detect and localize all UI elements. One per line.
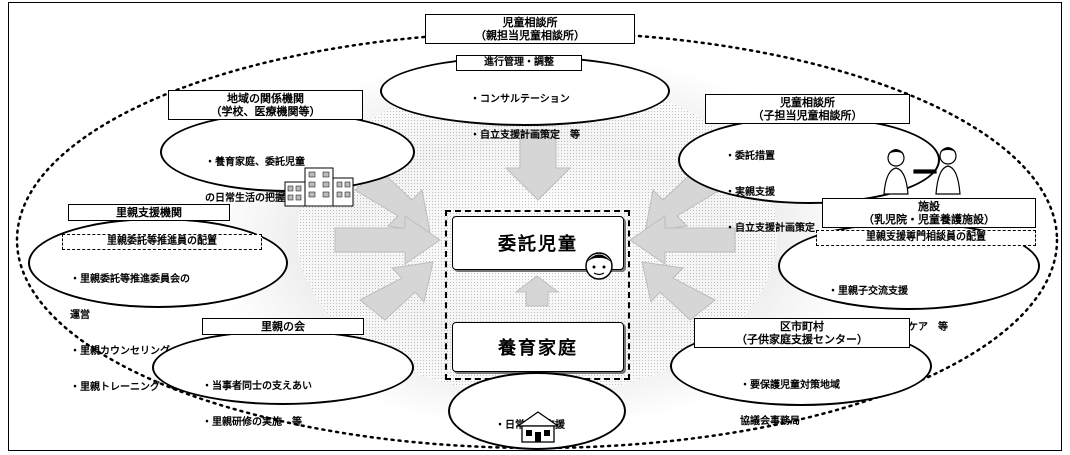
- foster-association-title: 里親の会: [202, 318, 364, 335]
- local-agencies-title-line2: （学校、医療機関等）: [210, 105, 321, 118]
- mid-left-item-1: ・里親委託等推進委員会の: [70, 274, 190, 285]
- lower-right-item-1: ・要保護児童対策地域: [740, 380, 840, 391]
- local-agencies-title: 地域の関係機関 （学校、医療機関等）: [168, 90, 363, 120]
- upper-right-item-3: ・自立支援計画策定: [725, 223, 815, 234]
- upper-right-item-2: ・実親支援: [725, 187, 775, 198]
- upper-right-item-1: ・委託措置: [725, 151, 775, 162]
- foster-association-ellipse: [152, 330, 414, 405]
- building-icon: [284, 167, 354, 207]
- upper-right-title-line1: 児童相談所: [780, 96, 835, 109]
- house-icon: [516, 411, 560, 443]
- facility-item-1: ・里親子交流支援: [828, 286, 908, 297]
- top-progress-label: 進行管理・調整: [456, 55, 582, 71]
- mid-left-item-3: ・里親カウンセリング: [70, 346, 170, 357]
- foster-support-agency-title: 里親支援機関: [68, 204, 230, 221]
- arrow-icon: [504, 129, 572, 201]
- arrow-icon: [334, 215, 441, 265]
- upper-right-title-line2: （子担当児童相談所）: [752, 109, 863, 122]
- foster-family-label: 養育家庭: [498, 338, 578, 359]
- foster-support-agency-sub: 里親委託等推進員の配置: [62, 234, 262, 250]
- entrusted-child-label: 委託児童: [498, 234, 578, 255]
- facility-title: 施設 （乳児院・児童養護施設）: [822, 198, 1036, 228]
- municipality-title-line1: 区市町村: [780, 320, 824, 333]
- arrow-icon: [629, 215, 736, 265]
- child-face-icon: [585, 252, 613, 280]
- municipality-items: ・要保護児童対策地域 協議会事務局: [740, 356, 840, 440]
- top-items: ・コンサルテーション ・自立支援計画策定 等: [470, 70, 580, 154]
- arrow-icon: [641, 261, 716, 321]
- top-item-2: ・自立支援計画策定 等: [470, 130, 580, 141]
- top-title-line1: 児童相談所: [502, 16, 558, 29]
- local-agencies-item-1: ・養育家庭、委託児童: [205, 157, 305, 168]
- mid-left-item-2: 運営: [70, 310, 90, 321]
- municipality-title-line2: （子供家庭支援センター）: [736, 333, 868, 346]
- facility-sub: 里親支援専門相談員の配置: [816, 230, 1036, 246]
- top-child-guidance-title: 児童相談所 （親担当児童相談所）: [425, 14, 635, 44]
- foster-association-items: ・当事者同士の支えあい ・里親研修の実施 等: [202, 357, 312, 441]
- diagram-frame: [8, 2, 1062, 451]
- people-icon: [883, 147, 961, 195]
- top-title-line2: （親担当児童相談所）: [475, 29, 585, 42]
- facility-title-line2: （乳児院・児童養護施設）: [863, 213, 995, 226]
- lower-left-item-1: ・当事者同士の支えあい: [202, 381, 312, 392]
- municipality-title: 区市町村 （子供家庭支援センター）: [694, 318, 910, 348]
- lower-left-item-2: ・里親研修の実施 等: [202, 417, 302, 428]
- lower-right-item-2: 協議会事務局: [740, 416, 800, 427]
- foster-family-box: 養育家庭: [452, 322, 624, 372]
- top-item-1: ・コンサルテーション: [470, 94, 570, 105]
- facility-title-line1: 施設: [918, 200, 940, 213]
- local-agencies-title-line1: 地域の関係機関: [227, 92, 304, 105]
- arrow-icon: [514, 275, 560, 307]
- local-agencies-ellipse: [160, 112, 415, 192]
- child-guidance-branch-title: 児童相談所 （子担当児童相談所）: [705, 94, 910, 124]
- arrow-icon: [359, 261, 434, 321]
